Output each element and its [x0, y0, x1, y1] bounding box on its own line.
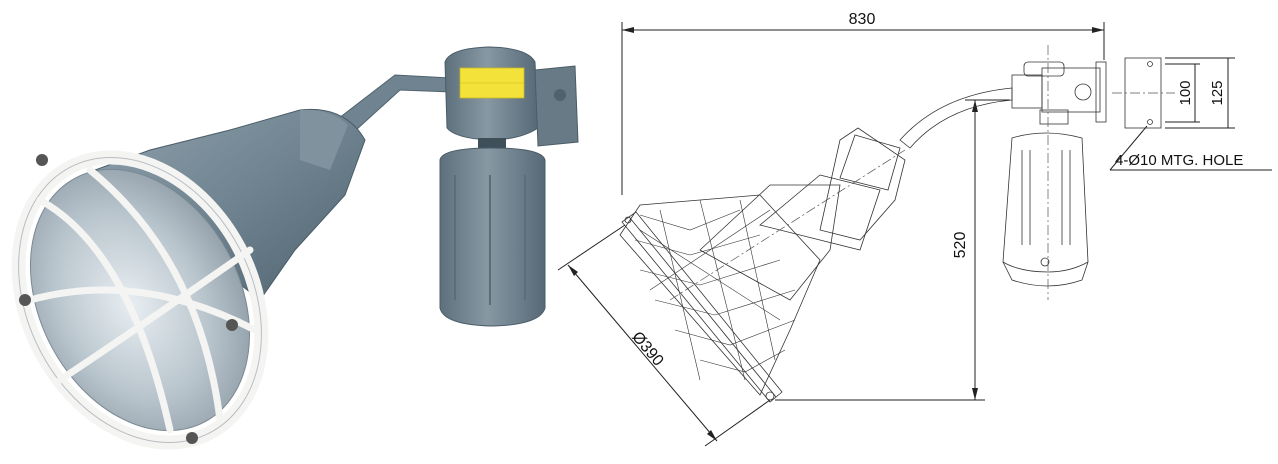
drawing-lamp-cone — [619, 127, 906, 396]
drawing-junction-box — [1011, 61, 1107, 125]
photo-ballast-housing — [439, 147, 546, 327]
photo-mounting-bracket — [534, 65, 579, 147]
dimension-height: 520 — [775, 99, 1010, 401]
dimension-diameter: Ø390 — [557, 224, 771, 447]
callout-mounting-holes: 4-Ø10 MTG. HOLE — [1109, 125, 1272, 171]
dimension-overall-width: 830 — [621, 11, 1105, 195]
overall-width-label: 830 — [849, 11, 876, 28]
bracket-inner-label: 100 — [1177, 80, 1194, 105]
drawing-ballast-housing — [1002, 132, 1089, 287]
height-label: 520 — [952, 232, 969, 259]
bracket-outer-label: 125 — [1209, 80, 1226, 105]
lamp-photo — [11, 46, 579, 450]
diameter-label: Ø390 — [628, 329, 666, 370]
mounting-holes-label: 4-Ø10 MTG. HOLE — [1115, 152, 1243, 169]
drawing-front-rim — [621, 211, 783, 403]
drawing-bracket-side — [1112, 57, 1175, 129]
dimension-bracket: 100 125 — [1165, 57, 1235, 129]
lamp-drawing: 830 520 Ø390 — [557, 11, 1272, 447]
photo-guard-wires — [26, 166, 259, 434]
drawing-arm-tube — [899, 87, 1013, 149]
